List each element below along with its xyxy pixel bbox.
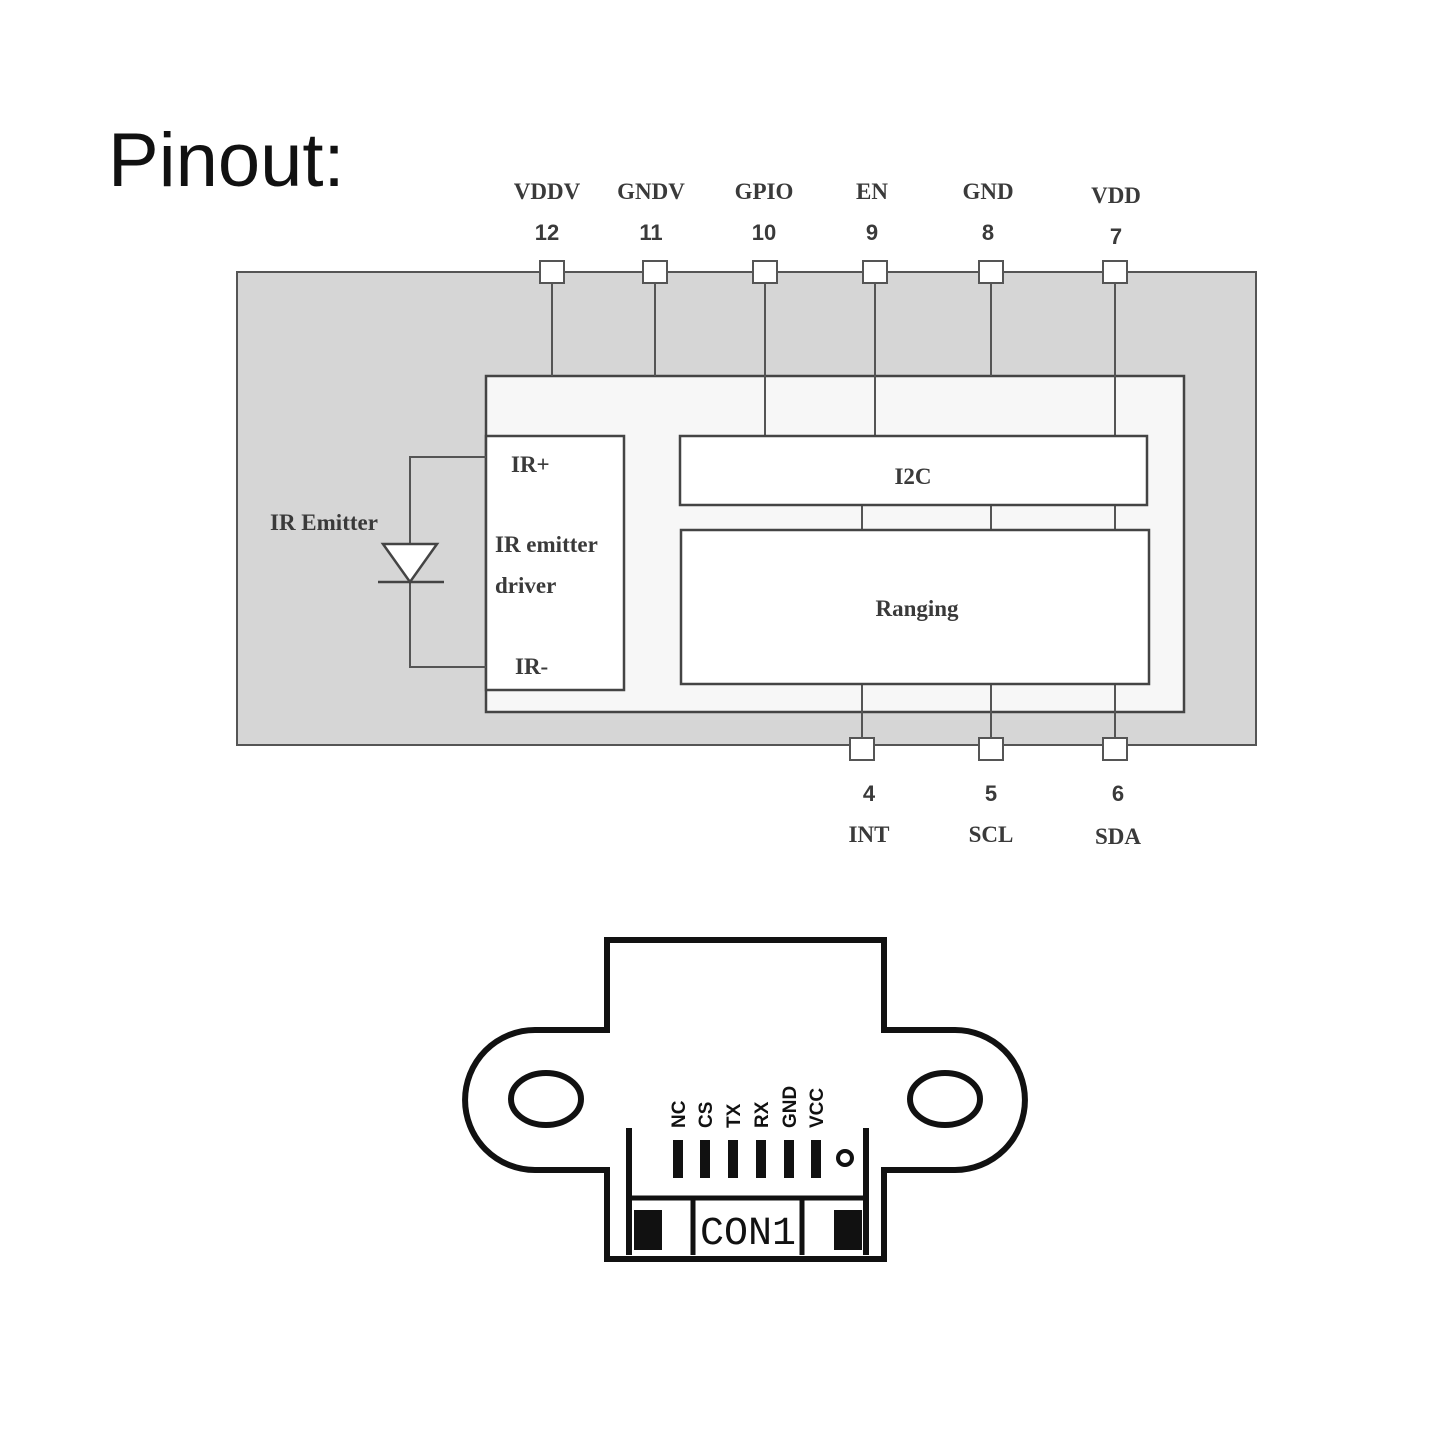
pin-5-number: 5: [985, 781, 997, 806]
ir-driver-block: [484, 434, 626, 692]
i2c-label: I2C: [894, 464, 931, 489]
pin-9-name: EN: [856, 179, 888, 204]
pin-12-pad: [539, 260, 565, 284]
pin-6-name: SDA: [1095, 824, 1141, 849]
pin-9-pad: [862, 260, 888, 284]
contact-rx: [756, 1140, 766, 1178]
diode-triangle-icon: [380, 542, 440, 585]
module-board: [462, 937, 1028, 1262]
connector-pin-tx: TX: [724, 1103, 745, 1128]
connector-label: CON1: [700, 1212, 796, 1257]
pin-12-name: VDDV: [514, 179, 581, 204]
pin-5-pad: [978, 737, 1004, 761]
pin-7-name: VDD: [1091, 183, 1141, 208]
ir-plus-label: IR+: [511, 452, 550, 477]
ranging-block: [679, 528, 1151, 686]
pin-12-number: 12: [535, 220, 559, 245]
connector-latch-right: [834, 1210, 862, 1250]
ir-emitter-diode: [378, 456, 486, 668]
module-outline: CON1 NC CS TX RX GND VCC: [462, 937, 1028, 1262]
pin-11-name: GNDV: [617, 179, 685, 204]
pin-5-name: SCL: [969, 822, 1014, 847]
contact-tx: [728, 1140, 738, 1178]
i2c-block: [678, 434, 1149, 507]
pin-10-number: 10: [752, 220, 776, 245]
pin-11-pad: [642, 260, 668, 284]
ir-minus-wire: [409, 582, 486, 668]
ic-package: VDDV 12 GNDV 11 GPIO 10 EN 9 GND 8 VDD 7…: [236, 179, 1257, 849]
pin-10-name: GPIO: [735, 179, 794, 204]
pin-4-name: INT: [849, 822, 890, 847]
connector-pin-cs: CS: [696, 1102, 717, 1128]
connector-latch-left: [634, 1210, 662, 1250]
mount-hole-right: [907, 1070, 983, 1128]
ir-emitter-label: IR Emitter: [270, 510, 378, 535]
pin-9-number: 9: [866, 220, 878, 245]
ir-minus-label: IR-: [515, 654, 548, 679]
page-title: Pinout:: [108, 118, 345, 203]
pin-8-name: GND: [962, 179, 1013, 204]
pin-10-pad: [752, 260, 778, 284]
connector-pin-rx: RX: [752, 1101, 773, 1128]
ir-driver-label-line1: IR emitter: [495, 532, 598, 557]
pin-4-pad: [849, 737, 875, 761]
pin-11-number: 11: [639, 220, 662, 245]
pin-4-number: 4: [863, 781, 876, 806]
connector-pin-nc: NC: [669, 1100, 690, 1128]
pin-6-pad: [1102, 737, 1128, 761]
ir-driver-label-line2: driver: [495, 573, 556, 598]
pin-7-number: 7: [1110, 224, 1122, 249]
ir-plus-wire: [409, 456, 486, 544]
contact-nc: [673, 1140, 683, 1178]
connector-pin-vcc: VCC: [807, 1088, 828, 1128]
ranging-label: Ranging: [875, 596, 959, 621]
mount-hole-left: [508, 1070, 584, 1128]
pin1-marker-icon: [836, 1149, 854, 1167]
pin-7-pad: [1102, 260, 1128, 284]
pin-8-number: 8: [982, 220, 994, 245]
contact-gnd: [784, 1140, 794, 1178]
contact-cs: [700, 1140, 710, 1178]
contact-vcc: [811, 1140, 821, 1178]
connector-pin-gnd: GND: [780, 1086, 801, 1128]
pin-6-number: 6: [1112, 781, 1124, 806]
pin-8-pad: [978, 260, 1004, 284]
